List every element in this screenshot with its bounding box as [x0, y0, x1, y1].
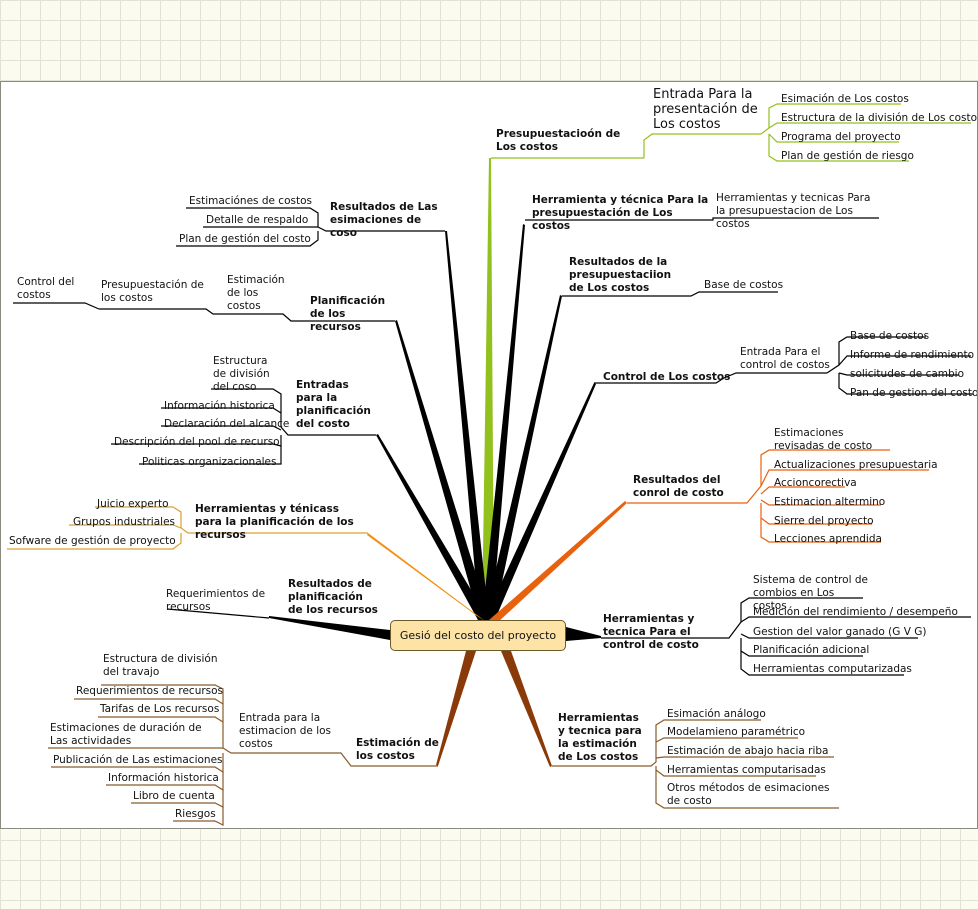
res-presup-item-1: Base de costos — [704, 279, 784, 291]
branch-entradas-planificacion-label: Entradas para la planificación del costo — [296, 379, 371, 430]
herr-control-item-4: Planificación adicional — [753, 644, 870, 656]
spoke-res-control — [489, 501, 627, 623]
control-entrada: Entrada Para el control de costos — [740, 346, 830, 371]
spoke-planificacion — [395, 320, 490, 619]
branch-presupuestacion-label: Presupuestacioón de Los costos — [496, 128, 621, 153]
res-est-item-2: Detalle de respaldo — [206, 214, 309, 226]
branch-resultados-planificacion-label: Resultados de planificación de los recur… — [288, 578, 378, 616]
herr-planif-item-3: Sofware de gestión de proyecto — [9, 535, 176, 547]
control-entrada-item-3: solicitudes de cambio — [850, 368, 965, 380]
branch-herr-planificacion-label: Herramientas y ténicass para la planific… — [195, 503, 354, 541]
branch-control-label: Control de Los costos — [603, 371, 731, 383]
est-entrada-item-3: Tarifas de Los recursos — [100, 703, 220, 715]
control-entrada-item-4: Pan de gestion del costo — [850, 387, 978, 399]
entradas-item-5: Politicas organizacionales — [142, 456, 277, 468]
herr-est-item-5: Otros métodos de esimaciones de costo — [667, 782, 830, 807]
herr-planif-item-2: Grupos industriales — [73, 516, 176, 528]
planif-sub-estimacion: Estimación de los costos — [227, 274, 285, 312]
herr-planif-item-1: Juicio experto — [97, 498, 169, 510]
est-entrada-item-8: Riesgos — [175, 808, 216, 820]
control-entrada-item-1: Base de costos — [850, 330, 930, 342]
res-est-item-3: Plan de gestión del costo — [179, 233, 311, 245]
spoke-estimacion — [436, 651, 476, 766]
herr-control-item-3: Gestion del valor ganado (G V G) — [753, 626, 927, 638]
estimacion-entrada: Entrada para la estimacion de los costos — [239, 712, 332, 750]
branch-herr-presupuestacion-label: Herramienta y técnica Para la presupuest… — [532, 194, 709, 232]
branch-planificacion-label: Planificación de los recursos — [310, 295, 386, 333]
herr-control-item-5: Herramientas computarizadas — [753, 663, 912, 675]
spoke-resultados-estimaciones — [445, 231, 489, 620]
control-entrada-item-2: Informe de rendimiento — [850, 349, 975, 361]
planif-sub-presupuestacion: Presupuestación de los costos — [101, 279, 204, 304]
herr-est-item-2: Modelamieno paramétrico — [667, 726, 806, 738]
est-entrada-item-6: Información historica — [108, 772, 219, 784]
spoke-control — [485, 383, 596, 622]
entradas-item-1: Estructura de división del coso — [213, 355, 270, 393]
herr-est-item-4: Herramientas computarisadas — [667, 764, 826, 776]
branch-herr-estimacion-label: Herramientas y tecnica para la estimació… — [558, 712, 642, 763]
spoke-herr-presup — [482, 224, 525, 620]
spoke-presupuestacion — [482, 158, 494, 620]
branch-resultados-presupuestacion-label: Resultados de la presupuestaciion de Los… — [569, 256, 672, 294]
spoke-herr-estimacion — [501, 651, 552, 767]
res-control-item-1: Estimaciones revisadas de costo — [774, 427, 873, 452]
est-entrada-item-5: Publicación de Las estimaciones — [53, 754, 223, 766]
entradas-item-2: Información historica — [164, 400, 275, 412]
res-control-item-3: Accioncorectiva — [774, 477, 857, 489]
connector-layer — [7, 103, 973, 826]
res-control-item-6: Lecciones aprendida — [774, 533, 882, 545]
est-entrada-item-1: Estructura de división del travajo — [103, 653, 218, 678]
herr-est-item-1: Esimación análogo — [667, 708, 766, 720]
branch-spokes — [269, 158, 627, 767]
branch-herr-control-label: Herramientas y tecnica Para el control d… — [603, 613, 699, 651]
est-entrada-item-4: Estimaciones de duración de Las activida… — [50, 722, 202, 747]
est-entrada-item-2: Requerimientos de recursos — [76, 685, 224, 697]
res-est-item-1: Estimaciónes de costos — [189, 195, 312, 207]
herr-control-item-1: Sistema de control de combios en Los cos… — [753, 574, 868, 612]
mind-map-canvas: Presupuestacioón de Los costos Entrada P… — [0, 81, 978, 829]
res-control-item-4: Estimacion altermino — [774, 496, 886, 508]
planif-sub-control: Control del costos — [17, 276, 75, 301]
herr-est-item-3: Estimación de abajo hacia riba — [667, 745, 829, 757]
branch-resultados-control-label: Resultados del conrol de costo — [633, 474, 724, 499]
herr-presup-item-1: Herramientas y tecnicas Para la presupue… — [716, 192, 871, 230]
entradas-item-4: Descripción del pool de recurso — [114, 436, 280, 448]
res-planif-item-1: Requerimientos de recursos — [166, 588, 266, 613]
spoke-herr-planif — [367, 533, 485, 621]
presup-entrada-item-4: Plan de gestión de riesgo — [781, 150, 914, 162]
est-entrada-item-7: Libro de cuenta — [133, 790, 215, 802]
res-control-item-2: Actualizaciones presupuestaria — [774, 459, 938, 471]
spoke-res-planif — [269, 616, 390, 640]
presup-entrada-item-3: Programa del proyecto — [781, 131, 901, 143]
herr-control-item-2: Medición del rendimiento / desempeño — [753, 606, 958, 618]
res-control-item-5: Sierre del proyecto — [774, 515, 874, 527]
branch-resultados-estimaciones-label: Resultados de Las esimaciones de coso — [330, 201, 438, 239]
underlines — [7, 103, 973, 826]
branch-estimacion-label: Estimación de los costos — [356, 737, 439, 762]
central-topic[interactable]: Gesió del costo del proyecto — [390, 620, 566, 651]
spoke-entradas — [376, 434, 489, 620]
spoke-herr-control — [566, 627, 601, 641]
spoke-res-presup — [484, 295, 562, 620]
presup-entrada-item-1: Esimación de Los costos — [781, 93, 909, 105]
presupuestacion-entrada: Entrada Para la presentación de Los cost… — [653, 87, 758, 132]
entradas-item-3: Declaración del alcance — [164, 418, 290, 430]
presup-entrada-item-2: Estructura de la división de Los costos — [781, 112, 978, 124]
